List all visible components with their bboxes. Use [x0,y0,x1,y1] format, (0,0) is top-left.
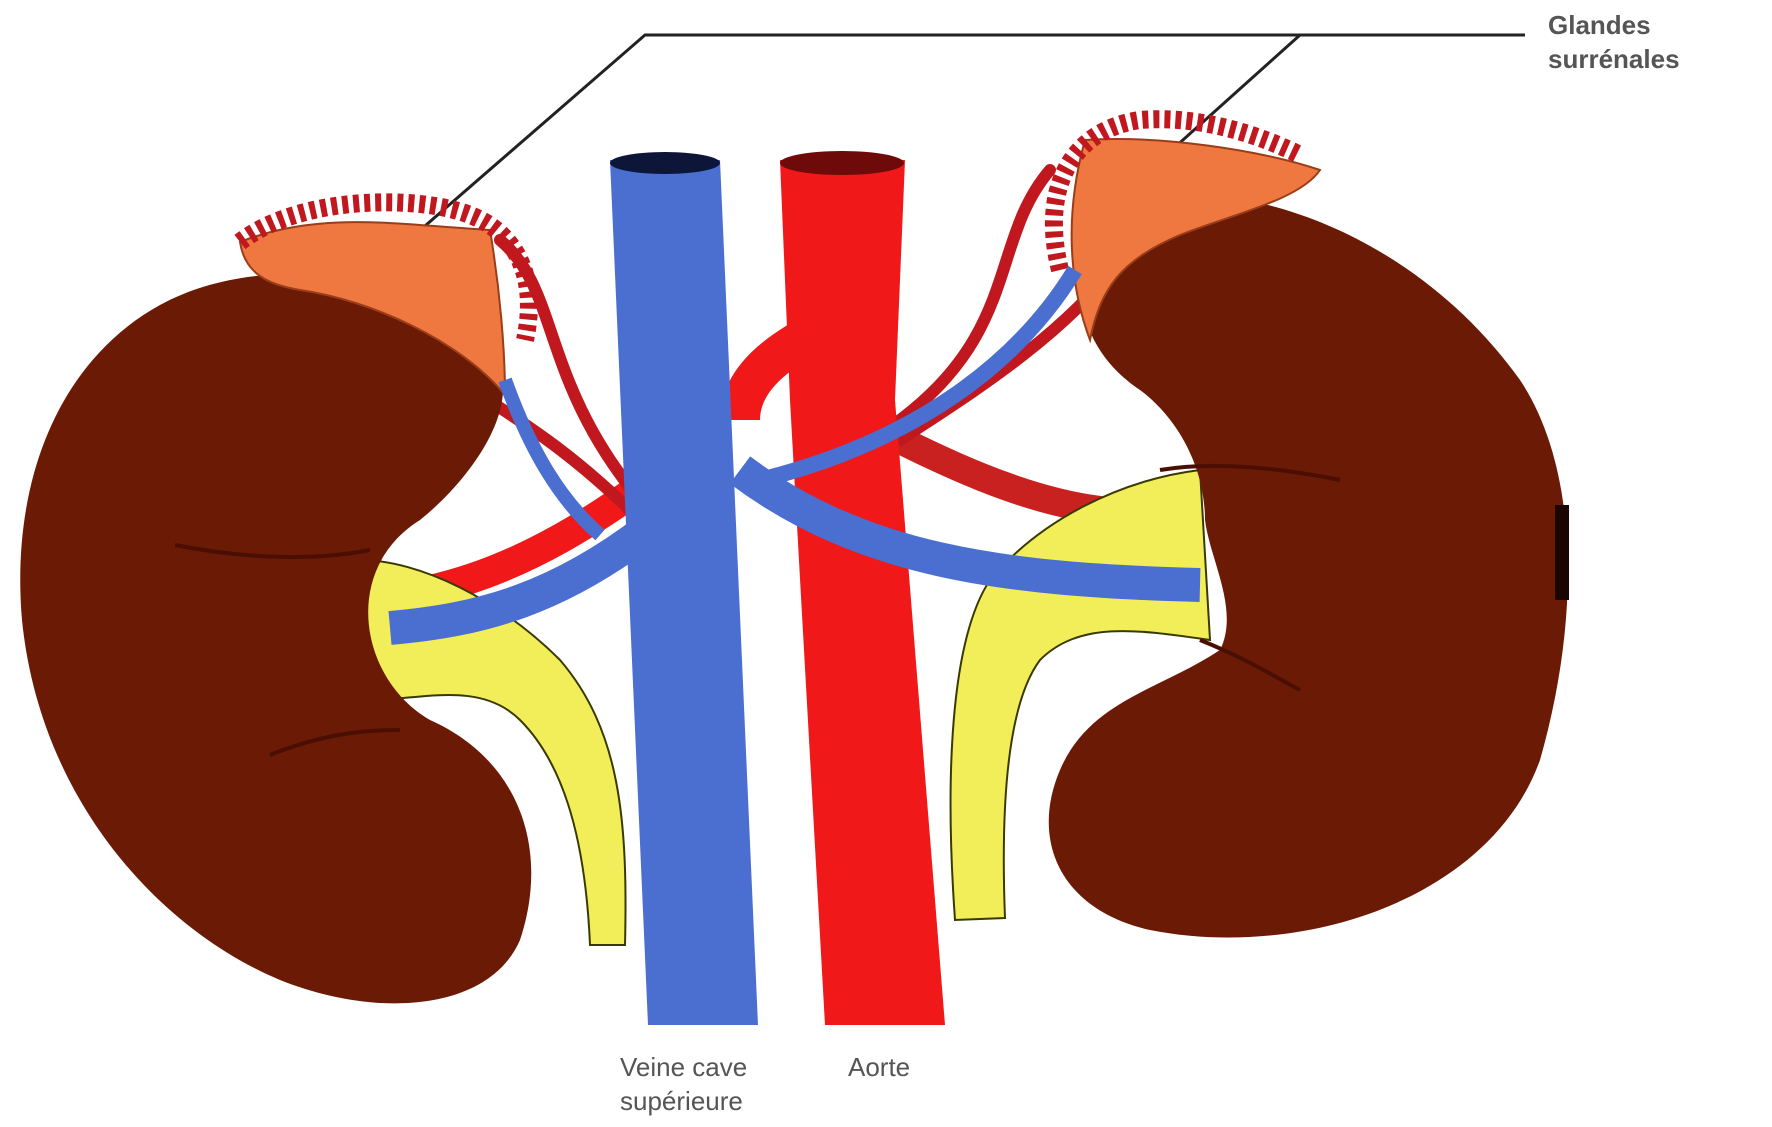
right-renal-artery [880,430,1100,510]
label-veine-cave: Veine cave supérieure [620,1050,747,1118]
label-veine-line1: Veine cave [620,1050,747,1084]
label-glandes-surrenales: Glandes surrénales [1548,8,1680,76]
label-veine-line2: supérieure [620,1084,747,1118]
vena-cava [610,160,758,1025]
leader-lines [380,35,1525,265]
left-adrenal-vein [505,380,600,535]
leader-line-left [380,35,1525,265]
label-glandes-line2: surrénales [1548,42,1680,76]
aorta [780,160,945,1025]
vena-cava-opening [610,152,720,174]
right-kidney-edge-mark [1555,505,1569,600]
label-aorte: Aorte [848,1050,910,1084]
label-glandes-line1: Glandes [1548,8,1680,42]
aorta-opening [780,151,904,175]
